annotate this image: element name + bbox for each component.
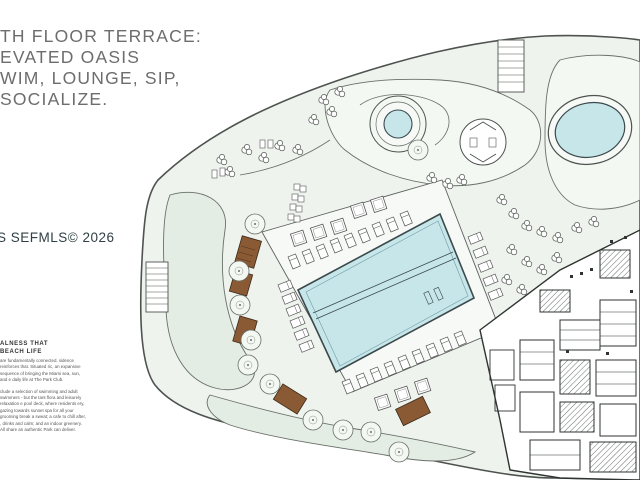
heading-line-3: WIM, LOUNGE, SIP, <box>0 68 181 88</box>
circular-spa <box>369 95 427 153</box>
north-stairs <box>497 39 525 93</box>
dining-seating <box>211 139 307 223</box>
side-paragraph-2: clude a selection of swimming and adult … <box>0 388 86 433</box>
west-stairs <box>145 261 169 313</box>
side-title-line-1: ALNESS THAT <box>0 341 49 347</box>
garden-path <box>359 94 450 146</box>
side-panel-title: ALNESS THAT BEACH LIFE <box>0 340 48 356</box>
side-paragraph-1: are fundamentally connected. sidence rei… <box>0 358 81 383</box>
heading-line-1: TH FLOOR TERRACE: <box>0 26 202 46</box>
side-panel-body: are fundamentally connected. sidence rei… <box>0 358 86 438</box>
round-lounge <box>459 118 507 166</box>
terrace-heading: TH FLOOR TERRACE: EVATED OASIS WIM, LOUN… <box>0 26 202 110</box>
oval-pool <box>547 95 633 165</box>
mls-watermark: S SEFMLS© 2026 <box>0 230 115 245</box>
clubhouse-building <box>479 229 640 480</box>
heading-line-4: SOCIALIZE. <box>0 89 109 109</box>
main-pool <box>296 212 476 374</box>
heading-line-2: EVATED OASIS <box>0 47 141 67</box>
side-title-line-2: BEACH LIFE <box>0 349 42 355</box>
